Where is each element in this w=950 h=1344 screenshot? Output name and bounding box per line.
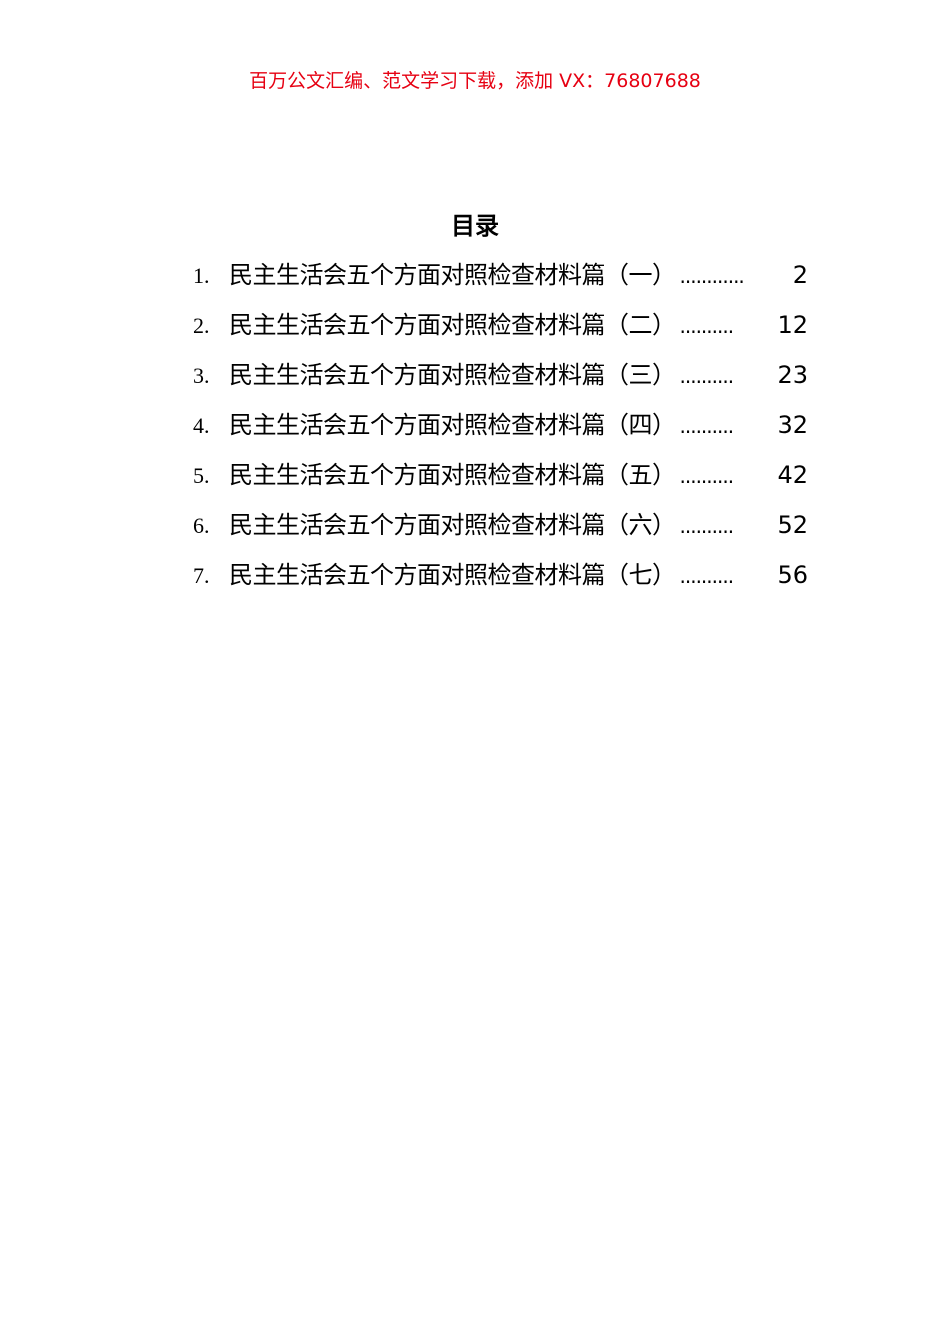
toc-entry-number: 3. xyxy=(193,363,210,388)
toc-entry-3[interactable]: 3. 民主生活会五个方面对照检查材料篇（三） .......... 23 xyxy=(193,354,808,404)
toc-dot-leader: .......... xyxy=(679,414,735,438)
toc-entry-title: 民主生活会五个方面对照检查材料篇（二） xyxy=(229,311,676,339)
toc-entry-page: 52 xyxy=(777,511,808,539)
toc-entry-title: 民主生活会五个方面对照检查材料篇（四） xyxy=(229,411,676,439)
toc-dot-leader: .......... xyxy=(679,364,735,388)
table-of-contents: 1. 民主生活会五个方面对照检查材料篇（一） ............ 2 2.… xyxy=(193,254,808,604)
toc-entry-4[interactable]: 4. 民主生活会五个方面对照检查材料篇（四） .......... 32 xyxy=(193,404,808,454)
toc-entry-page: 56 xyxy=(777,561,808,589)
toc-entry-title: 民主生活会五个方面对照检查材料篇（三） xyxy=(229,361,676,389)
toc-entry-page: 42 xyxy=(777,461,808,489)
toc-entry-title: 民主生活会五个方面对照检查材料篇（七） xyxy=(229,561,676,589)
toc-dot-leader: .......... xyxy=(679,464,735,488)
toc-entry-2[interactable]: 2. 民主生活会五个方面对照检查材料篇（二） .......... 12 xyxy=(193,304,808,354)
toc-entry-5[interactable]: 5. 民主生活会五个方面对照检查材料篇（五） .......... 42 xyxy=(193,454,808,504)
toc-entry-page: 23 xyxy=(777,361,808,389)
toc-entry-title: 民主生活会五个方面对照检查材料篇（一） xyxy=(229,261,676,289)
toc-entry-number: 4. xyxy=(193,413,210,438)
toc-dot-leader: .......... xyxy=(679,314,735,338)
toc-entry-number: 7. xyxy=(193,563,210,588)
toc-entry-title: 民主生活会五个方面对照检查材料篇（六） xyxy=(229,511,676,539)
toc-dot-leader: .......... xyxy=(679,514,735,538)
toc-dot-leader: ............ xyxy=(679,264,745,288)
toc-entry-page: 12 xyxy=(777,311,808,339)
toc-dot-leader: .......... xyxy=(679,564,735,588)
toc-entry-title: 民主生活会五个方面对照检查材料篇（五） xyxy=(229,461,676,489)
toc-entry-number: 1. xyxy=(193,263,210,288)
toc-entry-number: 6. xyxy=(193,513,210,538)
toc-entry-number: 5. xyxy=(193,463,210,488)
toc-entry-page: 2 xyxy=(792,261,808,289)
toc-entry-6[interactable]: 6. 民主生活会五个方面对照检查材料篇（六） .......... 52 xyxy=(193,504,808,554)
toc-entry-page: 32 xyxy=(777,411,808,439)
toc-entry-number: 2. xyxy=(193,313,210,338)
toc-title: 目录 xyxy=(451,212,499,240)
toc-entry-1[interactable]: 1. 民主生活会五个方面对照检查材料篇（一） ............ 2 xyxy=(193,254,808,304)
toc-entry-7[interactable]: 7. 民主生活会五个方面对照检查材料篇（七） .......... 56 xyxy=(193,554,808,604)
page-header-banner: 百万公文汇编、范文学习下载，添加 VX：76807688 xyxy=(249,70,701,92)
